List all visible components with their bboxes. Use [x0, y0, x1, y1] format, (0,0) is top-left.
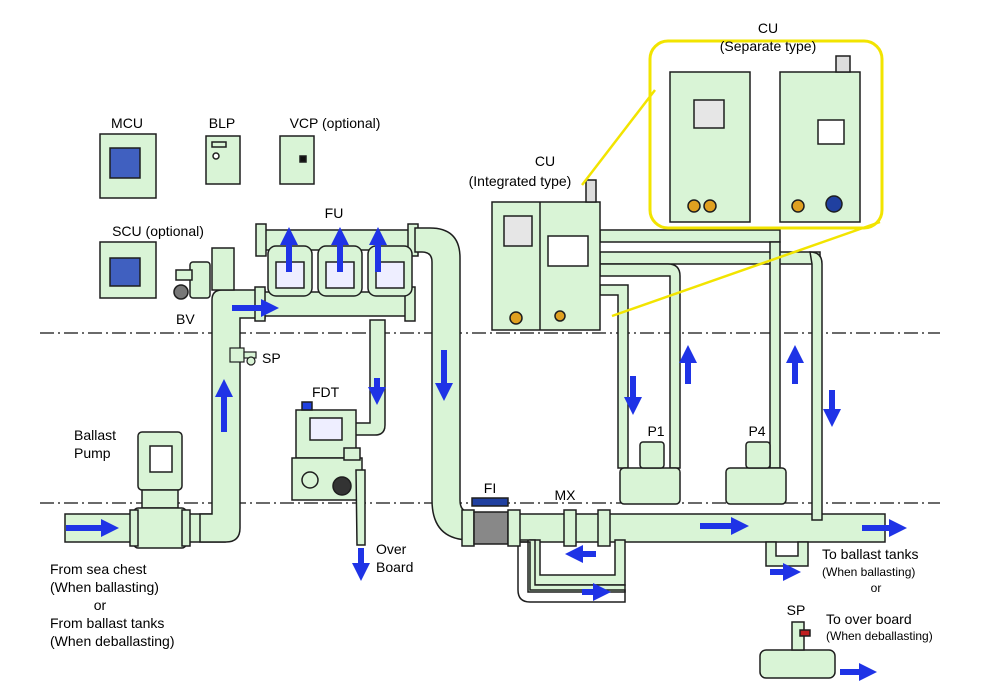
label-cu-separate-1: CU — [758, 20, 778, 36]
p1-pump-body — [619, 467, 681, 505]
vcp-panel — [279, 135, 315, 185]
label-bv: BV — [176, 311, 195, 327]
p4-return-pipe — [809, 251, 823, 521]
label-to-over-1: To over board — [826, 611, 912, 627]
label-sp-inline: SP — [262, 350, 281, 366]
label-cu-integrated-2: (Integrated type) — [469, 173, 572, 189]
callout-leader-left — [581, 89, 656, 186]
label-fu: FU — [325, 205, 344, 221]
p4-pump-body — [725, 467, 787, 505]
label-from-1: From sea chest — [50, 561, 147, 577]
label-fi: FI — [484, 480, 496, 496]
label-to-tanks-3: or — [871, 581, 882, 595]
label-from-4: From ballast tanks — [50, 615, 164, 631]
label-overboard-1: Over — [376, 541, 407, 557]
label-p4: P4 — [748, 423, 765, 439]
label-mcu: MCU — [111, 115, 143, 131]
label-mx: MX — [555, 487, 577, 503]
cu-separate-unit — [669, 55, 861, 223]
outlet-sp-detail — [759, 621, 836, 679]
p4-supply-pipe — [769, 241, 781, 469]
label-from-2: (When ballasting) — [50, 579, 159, 595]
scu-panel — [99, 241, 157, 299]
label-p1: P1 — [647, 423, 664, 439]
ballast-pump — [129, 431, 191, 549]
label-ballast-pump-1: Ballast — [74, 427, 116, 443]
label-cu-separate-2: (Separate type) — [720, 38, 817, 54]
sp-valve — [229, 347, 257, 366]
outer-bypass-pipe — [508, 541, 626, 603]
fdt-tank — [291, 401, 366, 546]
riser-pipe — [199, 289, 266, 543]
fi-flowmeter — [461, 497, 521, 547]
bv-valve — [173, 261, 211, 300]
label-to-tanks-2: (When ballasting) — [822, 565, 915, 579]
label-to-tanks-1: To ballast tanks — [822, 546, 919, 562]
blp-panel — [205, 135, 241, 185]
cu-integrated-unit — [491, 179, 601, 331]
cu-separate-callout — [648, 39, 884, 230]
riser-upper-pipe — [211, 247, 235, 291]
label-to-over-2: (When deballasting) — [826, 629, 933, 643]
mx-mixer — [563, 509, 611, 547]
p4-dip-loop — [765, 541, 809, 567]
label-sp-outlet: SP — [787, 602, 806, 618]
label-ballast-pump-2: Pump — [74, 445, 111, 461]
cu-pipe-upper — [599, 229, 781, 243]
label-blp: BLP — [209, 115, 235, 131]
label-scu: SCU (optional) — [112, 223, 204, 239]
label-overboard-2: Board — [376, 559, 413, 575]
callout-leader-right — [611, 220, 881, 318]
label-from-5: (When deballasting) — [50, 633, 175, 649]
label-vcp: VCP (optional) — [290, 115, 381, 131]
label-cu-integrated-1: CU — [535, 153, 555, 169]
label-from-3: or — [94, 597, 107, 613]
p1-return-pipe — [599, 263, 681, 469]
label-fdt: FDT — [312, 384, 340, 400]
mcu-panel — [99, 133, 157, 199]
